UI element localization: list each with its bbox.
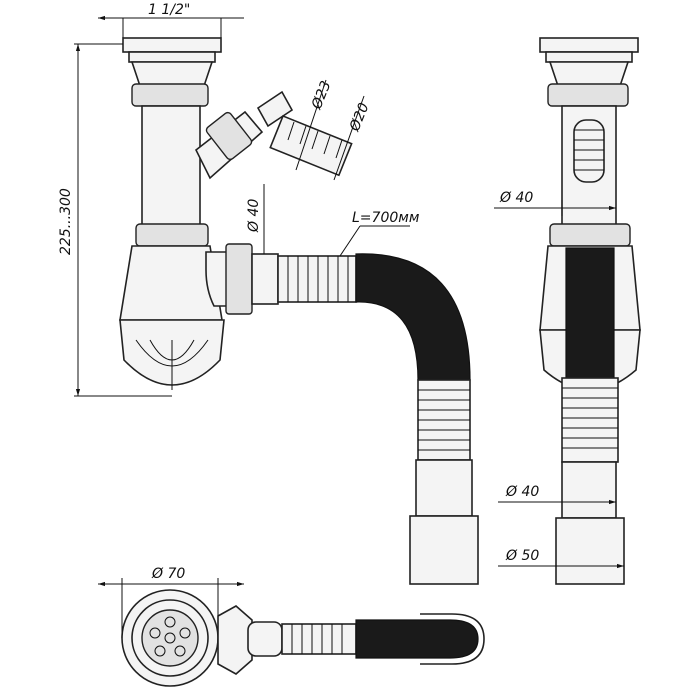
- side-lower-corrugation: [561, 377, 619, 463]
- top-nut: [217, 605, 253, 675]
- dim-strainer-d70: Ø 70: [151, 566, 185, 582]
- strainer-grate: [141, 609, 199, 667]
- vertical-tube: [141, 105, 201, 227]
- side-end-40: [561, 461, 617, 519]
- dim-inlet-thread: 1 1/2": [148, 2, 190, 18]
- side-overflow-barb: [573, 119, 605, 183]
- outlet-sleeve: [251, 253, 279, 305]
- side-end-50: [555, 517, 625, 585]
- side-inlet-flange: [539, 37, 639, 53]
- barb-ribs: [287, 121, 343, 159]
- top-hose-dark: [355, 619, 479, 659]
- top-view: Ø 70: [98, 566, 485, 687]
- strainer-hole-3: [174, 645, 186, 657]
- top-corrugation-lines: [291, 624, 343, 654]
- dim-length-leader: [339, 225, 361, 257]
- side-corrugation-lines: [562, 387, 618, 449]
- flexible-hose: [355, 253, 471, 381]
- strainer-hole-5: [149, 627, 161, 639]
- hose-end-40: [415, 459, 473, 517]
- top-elbow: [247, 621, 283, 657]
- side-barb-ribs: [574, 129, 604, 171]
- strainer-hole-4: [154, 645, 166, 657]
- dim-height-range: 225...300: [58, 188, 74, 255]
- corrugation-lines: [287, 256, 349, 302]
- outlet-nut: [225, 243, 253, 315]
- side-view: Ø 40 Ø 40 Ø 50: [494, 37, 641, 585]
- dim-d20-line: [333, 95, 365, 181]
- hose-end-50: [409, 515, 479, 585]
- dim-side-d40-bottom: Ø 40: [505, 484, 539, 500]
- top-hose-end: [420, 613, 485, 665]
- lower-nut: [135, 223, 209, 247]
- top-corrugation-light: [281, 623, 357, 655]
- dim-d23-line: [295, 79, 327, 171]
- strainer-hole-center: [164, 632, 176, 644]
- dim-outlet-d40: Ø 40: [246, 199, 262, 233]
- overflow-nut: [205, 111, 253, 161]
- side-lower-nut: [549, 223, 631, 247]
- corrugated-light: [277, 255, 357, 303]
- side-hose-dark: [565, 247, 615, 379]
- trap-ribs: [135, 339, 209, 390]
- side-inlet-grate: [548, 61, 630, 87]
- dim-side-d40-top: Ø 40: [499, 190, 533, 206]
- dim-side-d23: Ø23: [308, 79, 334, 113]
- front-view: 1 1/2" 225...300 Ø23 Ø20 Ø 40 L=700мм: [58, 2, 479, 585]
- side-upper-nut: [547, 83, 629, 107]
- upper-nut: [131, 83, 209, 107]
- inlet-flange: [122, 37, 222, 53]
- dim-side-d20: Ø20: [346, 101, 372, 135]
- outlet-stub: [205, 251, 229, 307]
- lower-corrugation-lines: [418, 389, 470, 451]
- inlet-ring: [128, 51, 216, 63]
- side-inlet-ring: [545, 51, 633, 63]
- dim-side-d50: Ø 50: [505, 548, 539, 564]
- inlet-grate-body: [130, 61, 214, 87]
- overflow-collar: [256, 90, 294, 128]
- dim-hose-length: L=700мм: [352, 210, 420, 226]
- strainer-hole-2: [179, 627, 191, 639]
- strainer-hole-1: [164, 616, 176, 628]
